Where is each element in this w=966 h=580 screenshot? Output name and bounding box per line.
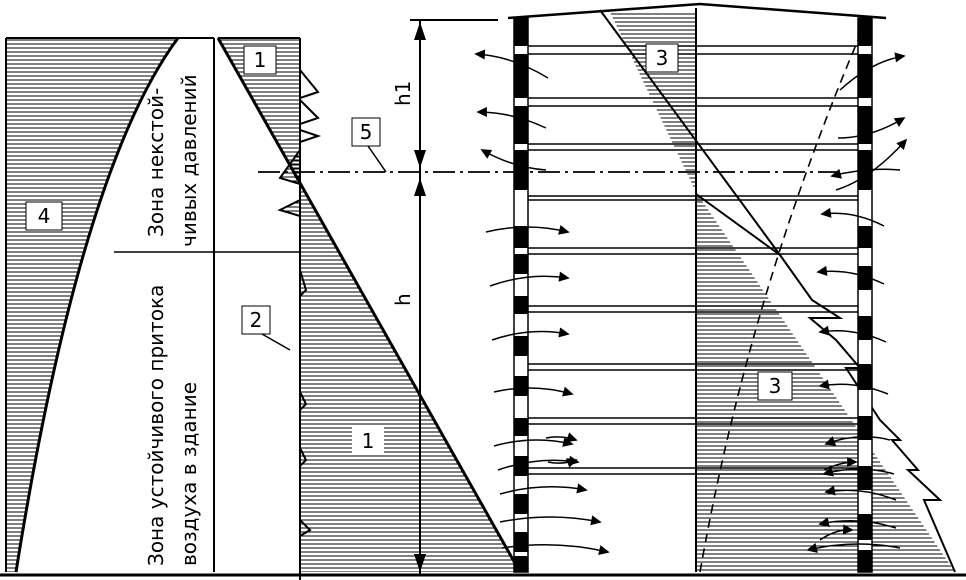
label-box-1-top: [243, 45, 277, 75]
leader-2: [261, 333, 291, 351]
label-1-bottom: 1: [362, 429, 375, 453]
label-box-2: [241, 305, 271, 335]
label-box-3-top: [645, 43, 679, 73]
label-box-3-bottom: [757, 371, 793, 401]
label-box-5: [351, 117, 381, 147]
pressure-line-1: [216, 37, 522, 573]
airflow-arrows: [474, 49, 908, 555]
curve-4: [14, 37, 180, 573]
dim-h1: h1: [391, 81, 415, 106]
neutral-line-5: 5: [258, 117, 840, 173]
label-3-bottom: 3: [769, 374, 782, 398]
sawtooth-wind: [277, 40, 322, 572]
label-1-top: 1: [254, 48, 267, 72]
zone-unstable-line2: чивых давлений: [177, 74, 201, 247]
dashed-pressure-curve: [699, 39, 859, 573]
zone-unstable-line1: Зона некстой-: [144, 88, 168, 237]
building: 3 3: [474, 2, 956, 573]
zone-column: Зона некстой- чивых давлений Зона устойч…: [114, 38, 300, 572]
zone-stable-line2: воздуха в здание: [177, 382, 201, 566]
label-5: 5: [360, 120, 373, 144]
label-2: 2: [250, 308, 263, 332]
label-box-1-bottom: [352, 427, 384, 455]
zone-stable-line1: Зона устойчивого притока: [144, 285, 168, 566]
dimension-lines: h1 h: [391, 19, 498, 575]
roof: [507, 2, 887, 20]
walls: [513, 17, 873, 573]
pressure-line-3-top: [599, 9, 781, 256]
floor-slabs: [528, 45, 860, 475]
label-3-top: 3: [656, 46, 669, 70]
label-4: 4: [38, 204, 51, 228]
dim-h: h: [391, 293, 415, 306]
label-box-4: [25, 201, 63, 231]
